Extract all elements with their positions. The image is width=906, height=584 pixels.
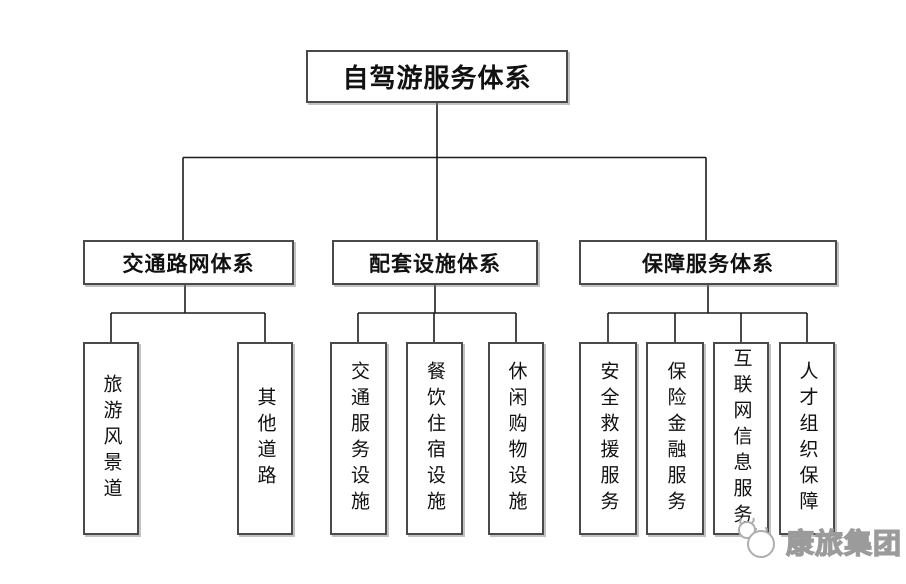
leaf-label: 人才组织保障 xyxy=(796,360,818,517)
node-support-services: 保障服务体系 xyxy=(579,240,837,285)
watermark: 康旅集团 xyxy=(732,516,902,568)
leaf-internet-info-services: 互联网信息服务 xyxy=(713,342,769,535)
node-supporting-facilities: 配套设施体系 xyxy=(332,240,538,285)
leaf-label: 互联网信息服务 xyxy=(730,347,752,530)
node-traffic-road-network: 交通路网体系 xyxy=(83,240,294,285)
leaf-label: 餐饮住宿设施 xyxy=(424,360,445,517)
leaf-dining-lodging-facilities: 餐饮住宿设施 xyxy=(406,342,463,535)
leaf-talent-org-support: 人才组织保障 xyxy=(779,342,835,535)
watermark-text: 康旅集团 xyxy=(785,527,903,559)
node-root-label: 自驾游服务体系 xyxy=(342,64,532,93)
leaf-tourist-scenic-road: 旅游风景道 xyxy=(83,342,139,535)
leaf-traffic-service-facilities: 交通服务设施 xyxy=(330,342,387,535)
leaf-label: 安全救援服务 xyxy=(597,360,619,517)
leaf-other-roads: 其他道路 xyxy=(237,342,293,535)
node-branch-label: 配套设施体系 xyxy=(369,251,501,276)
leaf-label: 休闲购物设施 xyxy=(505,360,527,517)
leaf-insurance-finance-services: 保险金融服务 xyxy=(646,342,704,535)
node-branch-label: 保障服务体系 xyxy=(642,251,774,276)
leaf-label: 交通服务设施 xyxy=(348,360,369,517)
leaf-safety-rescue-services: 安全救援服务 xyxy=(579,342,637,535)
leaf-label: 旅游风景道 xyxy=(100,373,122,504)
mascot-logo-icon xyxy=(738,517,775,558)
leaf-label: 保险金融服务 xyxy=(664,360,686,517)
leaf-leisure-shopping-facilities: 休闲购物设施 xyxy=(488,342,544,535)
node-root: 自驾游服务体系 xyxy=(306,50,568,103)
leaf-label: 其他道路 xyxy=(254,386,276,491)
node-branch-label: 交通路网体系 xyxy=(122,251,255,276)
